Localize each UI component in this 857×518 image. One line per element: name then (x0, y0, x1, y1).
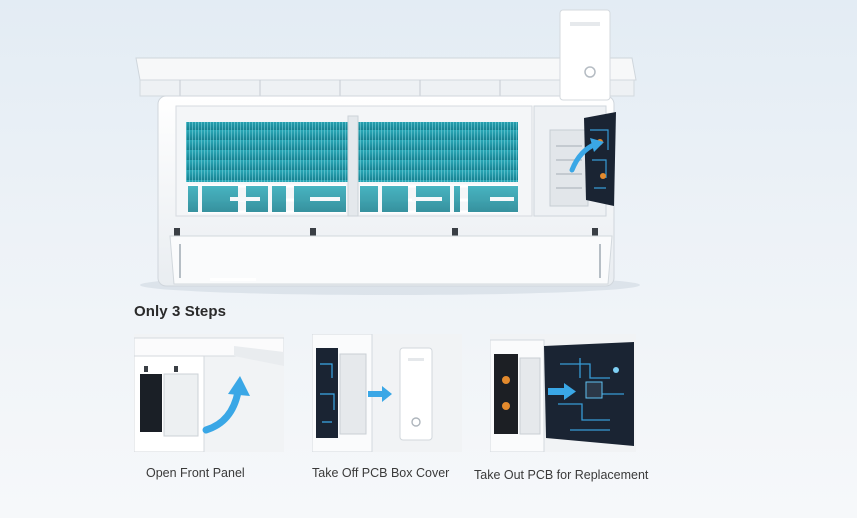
ac-unit-hero-illustration (135, 9, 640, 295)
step-1-image (134, 334, 284, 452)
step-2-image (312, 334, 462, 452)
right-arrow-icon (368, 386, 392, 402)
steps-heading: Only 3 Steps (134, 303, 227, 320)
step-3-label: Take Out PCB for Replacement (474, 468, 649, 482)
curved-arrow-icon (202, 376, 250, 434)
step-3-image (490, 334, 636, 452)
step-1-label: Open Front Panel (146, 466, 245, 480)
step-2-label: Take Off PCB Box Cover (312, 466, 450, 480)
right-arrow-icon (548, 383, 576, 400)
